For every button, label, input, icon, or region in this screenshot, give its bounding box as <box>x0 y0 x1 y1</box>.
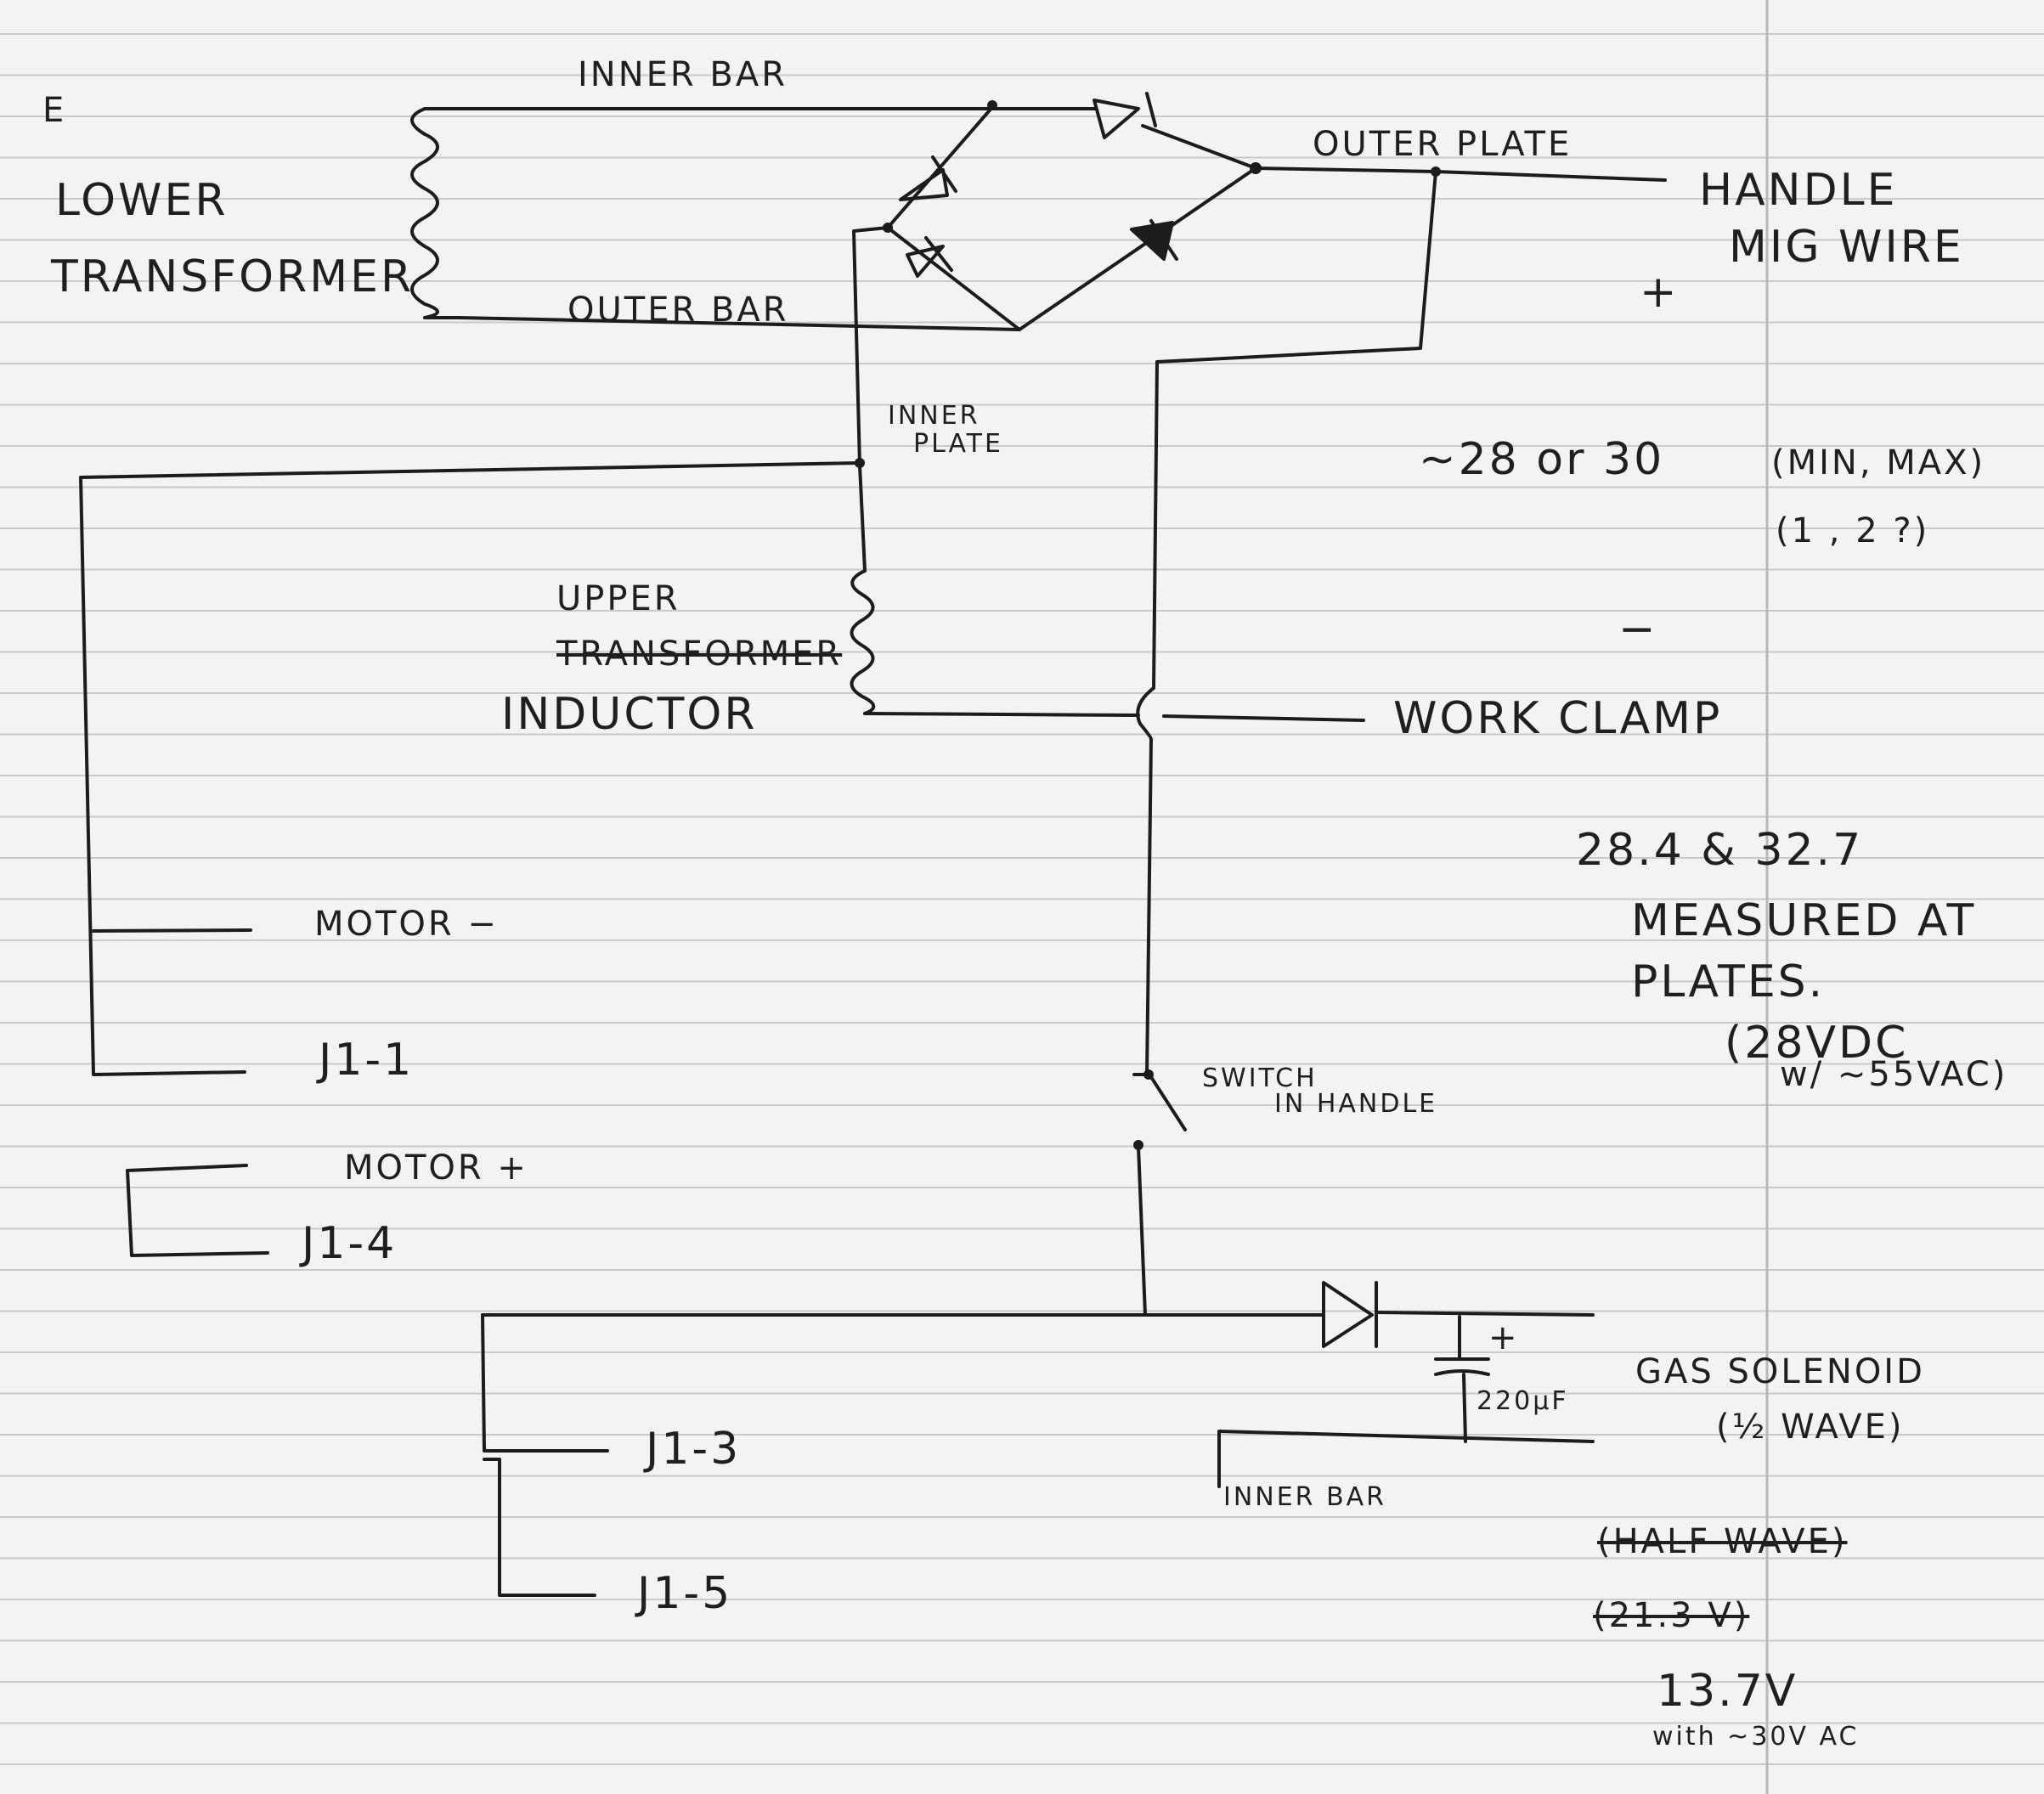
j1-3-5-loop <box>481 1313 609 1597</box>
upper-label: UPPER <box>556 579 680 618</box>
switch-label-2: IN HANDLE <box>1274 1089 1438 1119</box>
min-max-note: (MIN, MAX) <box>1771 443 1986 482</box>
inner-bar-bottom-label: INNER BAR <box>1223 1482 1387 1512</box>
handle-label: HANDLE <box>1699 165 1898 216</box>
capacitor-plus: + <box>1488 1318 1520 1357</box>
lower-transformer-coil <box>410 107 460 319</box>
work-clamp-wire <box>863 712 1140 717</box>
half-wave-label: (½ WAVE) <box>1716 1408 1905 1447</box>
gas-solenoid-label: GAS SOLENOID <box>1635 1352 1925 1391</box>
outer-bar-wire <box>457 316 1021 331</box>
j1-3-label: J1-3 <box>646 1424 742 1475</box>
j1-4-label: J1-4 <box>302 1218 398 1269</box>
vdc-note: (28VDC <box>1725 1018 1909 1069</box>
work-clamp-label: WORK CLAMP <box>1393 693 1723 744</box>
capacitor-value: 220µF <box>1477 1386 1569 1416</box>
measured-values: 28.4 & 32.7 <box>1576 825 1864 876</box>
j1-5-label: J1-5 <box>637 1568 733 1619</box>
inner-bar-return <box>1217 1430 1595 1488</box>
voltage-137-label: 13.7V <box>1657 1666 1798 1717</box>
one-two-note: (1 , 2 ?) <box>1776 511 1930 550</box>
switch-feed-wire <box>1136 360 1159 1076</box>
motor-minus-label: MOTOR − <box>314 905 499 944</box>
handle-wire <box>1254 166 1667 182</box>
plus-polarity: + <box>1640 267 1680 318</box>
diode-top-right <box>1093 99 1140 139</box>
diode-left-lower <box>906 236 953 278</box>
diode-right-lower <box>1130 219 1178 261</box>
solenoid-diode <box>1322 1281 1378 1348</box>
switch-label-1: SWITCH <box>1202 1063 1318 1093</box>
voltage-note: ~28 or 30 <box>1419 434 1665 485</box>
bridge-left-bottom-leg <box>886 226 1021 331</box>
inner-bar-top-label: INNER BAR <box>578 55 788 94</box>
minus-polarity: − <box>1618 604 1658 655</box>
outer-plate-label: OUTER PLATE <box>1313 125 1573 164</box>
struck-note-1: (HALF WAVE) <box>1597 1522 1848 1561</box>
lower-transformer-label-2: TRANSFORMER <box>51 251 415 302</box>
inner-plate-label-1: INNER <box>888 401 980 431</box>
struck-note-2: (21.3 V) <box>1593 1596 1750 1635</box>
capacitor-220uf <box>1434 1315 1490 1443</box>
bridge-right-bottom-leg <box>1018 166 1257 331</box>
motor-plus-label: MOTOR + <box>344 1148 528 1188</box>
lower-transformer-label-1: LOWER <box>55 175 229 226</box>
upper-inductor-coil <box>850 569 876 715</box>
transformer-struck-label: TRANSFORMER <box>556 635 843 674</box>
outer-plate-drop <box>1155 170 1437 364</box>
diode-left-upper <box>899 155 957 201</box>
vac-note: w/ ~55VAC) <box>1780 1055 2008 1094</box>
mig-wire-label: MIG WIRE <box>1729 222 1964 273</box>
measured-at-label: MEASURED AT <box>1631 895 1977 946</box>
j1-1-label: J1-1 <box>319 1035 415 1086</box>
bridge-right-top-leg <box>1141 124 1257 170</box>
motor-minus-loop <box>79 461 861 1076</box>
outer-bar-label: OUTER BAR <box>567 291 789 330</box>
inner-plate-label-2: PLATE <box>913 429 1003 459</box>
corner-mark: E <box>42 91 67 130</box>
motor-plus-jumper <box>126 1164 269 1257</box>
plates-label: PLATES. <box>1631 956 1826 1007</box>
with-30v-ac-label: with ~30V AC <box>1652 1722 1860 1752</box>
inductor-label: INDUCTOR <box>501 689 758 740</box>
inner-plate-wire <box>852 226 889 573</box>
